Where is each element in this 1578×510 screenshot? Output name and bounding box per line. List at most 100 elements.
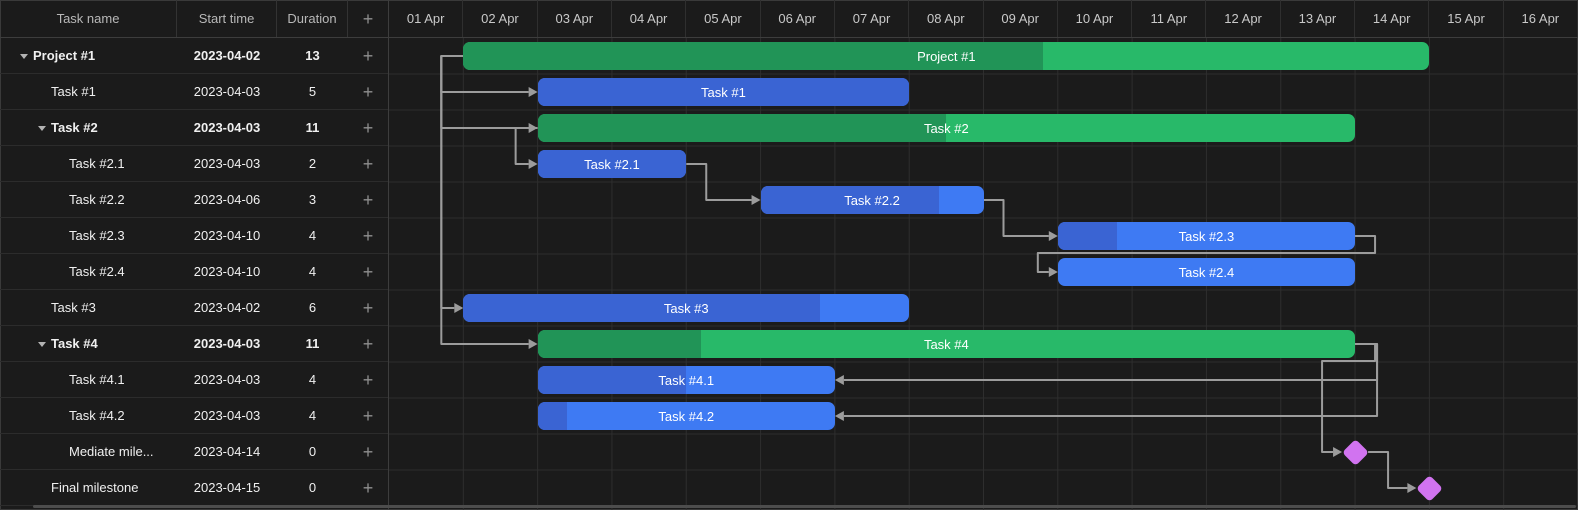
task-bar[interactable]: Task #2.1 — [537, 150, 687, 178]
task-start-cell: 2023-04-03 — [193, 336, 261, 351]
bar-progress — [537, 78, 910, 106]
task-bar[interactable]: Task #4.1 — [537, 366, 835, 394]
task-start-cell: 2023-04-10 — [193, 228, 261, 243]
add-task-button[interactable]: + — [348, 371, 388, 389]
task-start-cell: 2023-04-03 — [193, 84, 261, 99]
task-name: Task #2.3 — [69, 228, 125, 243]
bar-progress — [537, 366, 687, 394]
task-name: Task #2.4 — [69, 264, 125, 279]
task-name: Mediate mile... — [69, 444, 154, 459]
link-arrowhead — [834, 411, 844, 421]
add-task-button[interactable]: + — [348, 47, 388, 65]
add-task-button[interactable]: + — [348, 299, 388, 317]
plus-icon: + — [362, 8, 374, 29]
task-bar[interactable]: Task #4.2 — [537, 402, 835, 430]
task-start-cell: 2023-04-15 — [193, 480, 261, 495]
bar-progress — [463, 42, 1043, 70]
link-arrowhead — [528, 87, 538, 97]
task-start-cell: 2023-04-02 — [193, 300, 261, 315]
task-name: Task #4.1 — [69, 372, 125, 387]
plus-icon: + — [362, 153, 374, 174]
bar-label: Task #2 — [923, 120, 969, 136]
date-header-cell: 04 Apr — [612, 0, 687, 37]
links-layer — [389, 38, 1578, 510]
task-name-cell: Task #4.1 — [0, 372, 177, 387]
summary-bar[interactable]: Task #4 — [537, 330, 1356, 358]
summary-bar[interactable]: Project #1 — [463, 42, 1430, 70]
bar-label: Task #4.2 — [658, 408, 715, 424]
task-name: Task #2 — [51, 120, 98, 135]
horizontal-scrollbar-thumb[interactable] — [33, 505, 1576, 508]
task-name-cell: Task #3 — [0, 300, 177, 315]
task-duration-cell: 0 — [308, 480, 317, 495]
task-duration-cell: 3 — [308, 192, 317, 207]
caret-spacer — [37, 87, 51, 97]
plus-icon: + — [362, 333, 374, 354]
collapse-caret-icon[interactable] — [37, 123, 51, 133]
plus-icon: + — [362, 405, 374, 426]
task-duration-cell: 11 — [305, 336, 320, 351]
plus-icon: + — [362, 189, 374, 210]
table-row[interactable]: Task #2.3 2023-04-10 4 + — [0, 218, 388, 254]
task-name-cell: Project #1 — [0, 48, 177, 63]
collapse-caret-icon[interactable] — [19, 51, 33, 61]
table-row[interactable]: Task #4 2023-04-03 11 + — [0, 326, 388, 362]
add-column-button[interactable]: + — [348, 0, 388, 37]
bar-progress — [537, 402, 568, 430]
add-task-button[interactable]: + — [348, 227, 388, 245]
date-header-cell: 10 Apr — [1058, 0, 1133, 37]
add-task-button[interactable]: + — [348, 263, 388, 281]
task-bar[interactable]: Task #2.4 — [1057, 258, 1356, 286]
date-header-cell: 07 Apr — [835, 0, 910, 37]
add-task-button[interactable]: + — [348, 479, 388, 497]
bar-progress — [537, 330, 702, 358]
task-bar[interactable]: Task #3 — [463, 294, 910, 322]
add-task-button[interactable]: + — [348, 155, 388, 173]
plus-icon: + — [362, 441, 374, 462]
add-task-button[interactable]: + — [348, 335, 388, 353]
link-arrowhead — [528, 159, 538, 169]
bar-label: Task #3 — [663, 300, 709, 316]
add-task-button[interactable]: + — [348, 83, 388, 101]
caret-spacer — [55, 411, 69, 421]
date-header-cell: 08 Apr — [909, 0, 984, 37]
task-start-cell: 2023-04-10 — [193, 264, 261, 279]
date-header-cell: 01 Apr — [389, 0, 464, 37]
add-task-button[interactable]: + — [348, 191, 388, 209]
task-name-cell: Task #4 — [0, 336, 177, 351]
task-bar[interactable]: Task #1 — [537, 78, 910, 106]
table-header: Task name Start time Duration + — [0, 0, 388, 38]
bar-label: Task #1 — [701, 84, 746, 100]
task-bar[interactable]: Task #2.2 — [760, 186, 984, 214]
task-duration-cell: 4 — [308, 228, 317, 243]
date-header-cell: 05 Apr — [686, 0, 761, 37]
caret-spacer — [55, 447, 69, 457]
summary-bar[interactable]: Task #2 — [537, 114, 1356, 142]
link-arrowhead — [454, 303, 464, 313]
date-header-cell: 03 Apr — [538, 0, 612, 37]
task-duration-cell: 13 — [305, 48, 320, 63]
collapse-caret-icon[interactable] — [37, 339, 51, 349]
task-name: Task #1 — [51, 84, 96, 99]
add-task-button[interactable]: + — [348, 119, 388, 137]
task-name: Project #1 — [33, 48, 96, 63]
task-bar[interactable]: Task #2.3 — [1057, 222, 1356, 250]
bar-label: Task #2.2 — [844, 192, 900, 208]
add-task-button[interactable]: + — [348, 443, 388, 461]
add-task-button[interactable]: + — [348, 407, 388, 425]
bar-label: Task #2.4 — [1178, 264, 1235, 280]
task-duration-cell: 2 — [308, 156, 317, 171]
